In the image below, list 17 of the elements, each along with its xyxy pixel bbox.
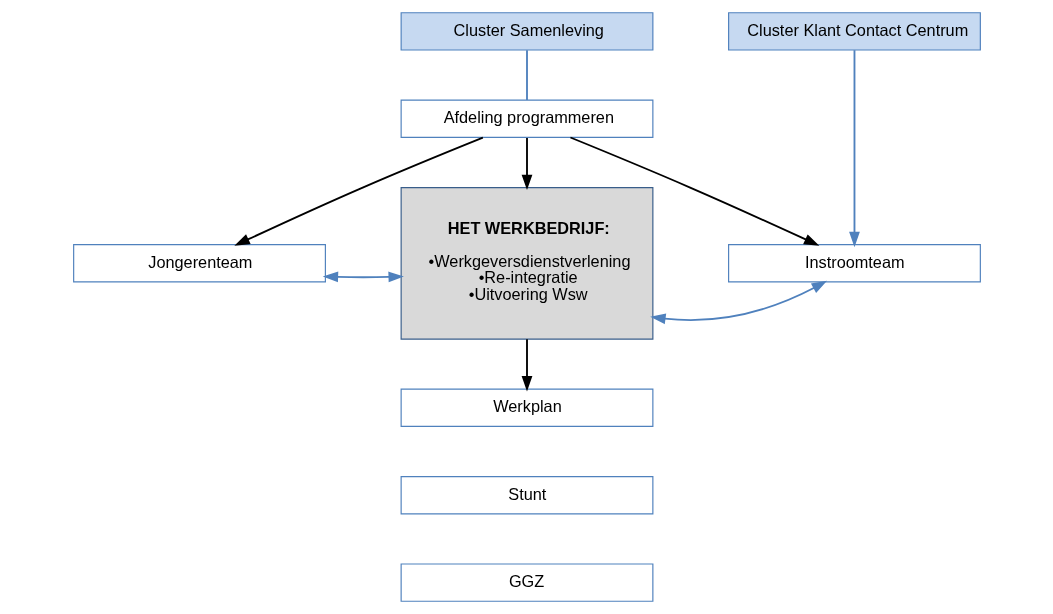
- node-box: Stunt: [400, 475, 653, 515]
- connector: [525, 49, 528, 101]
- node-box: Afdeling programmeren: [400, 99, 653, 139]
- arrow: [521, 338, 532, 392]
- node-box: Cluster Samenleving: [400, 12, 653, 51]
- arrow: [649, 280, 827, 325]
- arrow: [322, 271, 404, 283]
- node-box: Instroomteam: [727, 244, 981, 283]
- node-box: Cluster Klant Contact Centrum: [727, 12, 981, 51]
- arrow: [521, 137, 532, 191]
- arrow: [233, 136, 484, 246]
- arrow: [848, 49, 860, 248]
- node-box: HET WERKBEDRIJF: •Werkgeversdienstverlening •Re-integratie •Uitvoering Wsw: [400, 186, 653, 340]
- node-box: Werkplan: [400, 388, 653, 428]
- node-box: GGZ: [400, 563, 653, 602]
- node-box: Jongerenteam: [72, 244, 326, 283]
- arrow: [569, 136, 819, 246]
